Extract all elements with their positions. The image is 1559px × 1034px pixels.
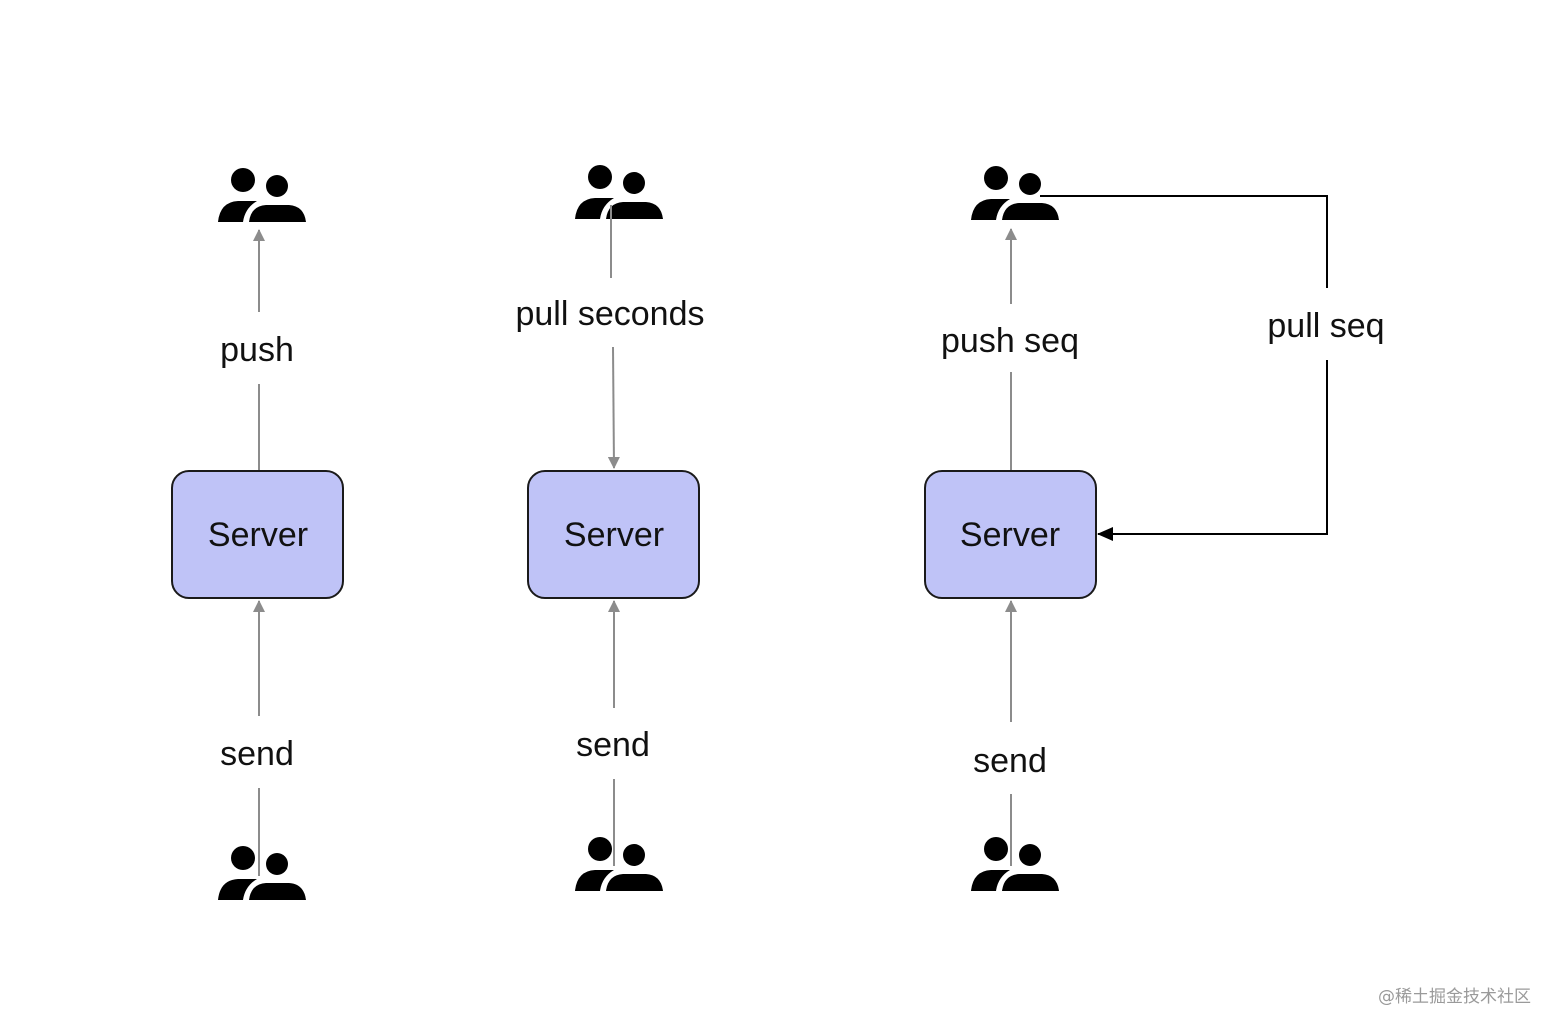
panel-pull-seconds: pull seconds Server send xyxy=(515,165,705,891)
server-box xyxy=(924,470,1097,599)
pull-seconds-arrow xyxy=(607,346,620,469)
watermark: @稀土掘金技术社区 xyxy=(1378,987,1531,1007)
send-label: send xyxy=(576,726,650,764)
server-label: Server xyxy=(564,516,664,554)
push-label: push xyxy=(220,331,294,369)
pull-seq-arrow xyxy=(1097,360,1328,541)
server-box xyxy=(171,470,344,599)
panel-push: push Server send xyxy=(171,168,344,900)
users-icon xyxy=(971,166,1059,220)
server-box xyxy=(527,470,700,599)
pull-seconds-label: pull seconds xyxy=(515,295,704,333)
send-label: send xyxy=(973,742,1047,780)
users-icon xyxy=(575,165,663,219)
server-label: Server xyxy=(208,516,308,554)
server-label: Server xyxy=(960,516,1060,554)
users-icon xyxy=(971,837,1059,891)
users-icon xyxy=(218,846,306,900)
users-icon xyxy=(575,837,663,891)
push-seq-label: push seq xyxy=(941,322,1079,360)
pull-seq-label: pull seq xyxy=(1267,307,1384,345)
users-icon xyxy=(218,168,306,222)
panel-push-seq: push seq Server pull seq send xyxy=(924,166,1385,891)
pull-seq-line-upper xyxy=(1040,195,1328,288)
send-label: send xyxy=(220,735,294,773)
